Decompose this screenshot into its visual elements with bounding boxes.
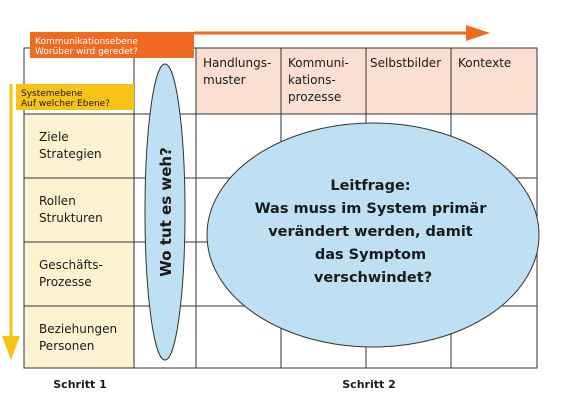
row-headers: Ziele Strategien Rollen Strukturen Gesch… [39, 130, 121, 353]
step-1-label: Schritt 1 [53, 378, 106, 391]
communication-level-label-box [30, 32, 194, 58]
column-header-kontexte: Kontexte [458, 56, 511, 70]
row-header-geschaeftsprozesse: Geschäfts- Prozesse [39, 258, 107, 289]
communication-level-title: Kommunikationsebene [35, 37, 138, 47]
column-headers: Handlungs- muster Kommuni- kations- proz… [203, 56, 511, 104]
row-header-ziele-strategien: Ziele Strategien [39, 130, 102, 161]
system-level-title: Systemebene [21, 89, 83, 99]
communication-level-subtitle: Worüber wird geredet? [35, 47, 138, 57]
central-question-ellipse [206, 122, 540, 348]
column-header-handlungsmuster: Handlungs- muster [203, 56, 275, 87]
pain-point-ellipse [144, 63, 186, 361]
column-header-selbstbilder: Selbstbilder [370, 56, 441, 70]
row-header-beziehungen-personen: Beziehungen Personen [39, 322, 121, 353]
row-header-background [24, 114, 134, 368]
column-header-kommunikationsprozesse: Kommuni- kations- prozesse [288, 56, 353, 104]
step-2-label: Schritt 2 [342, 378, 395, 391]
system-level-label-box [16, 84, 134, 110]
system-level-subtitle: Auf welcher Ebene? [21, 99, 110, 109]
communication-level-arrow-head [466, 25, 490, 41]
system-level-arrow-head [2, 336, 20, 360]
row-header-rollen-strukturen: Rollen Strukturen [39, 194, 103, 225]
central-question: Leitfrage: Was muss im System primär ver… [255, 178, 492, 286]
pain-point-question: Wo tut es weh? [157, 147, 175, 277]
